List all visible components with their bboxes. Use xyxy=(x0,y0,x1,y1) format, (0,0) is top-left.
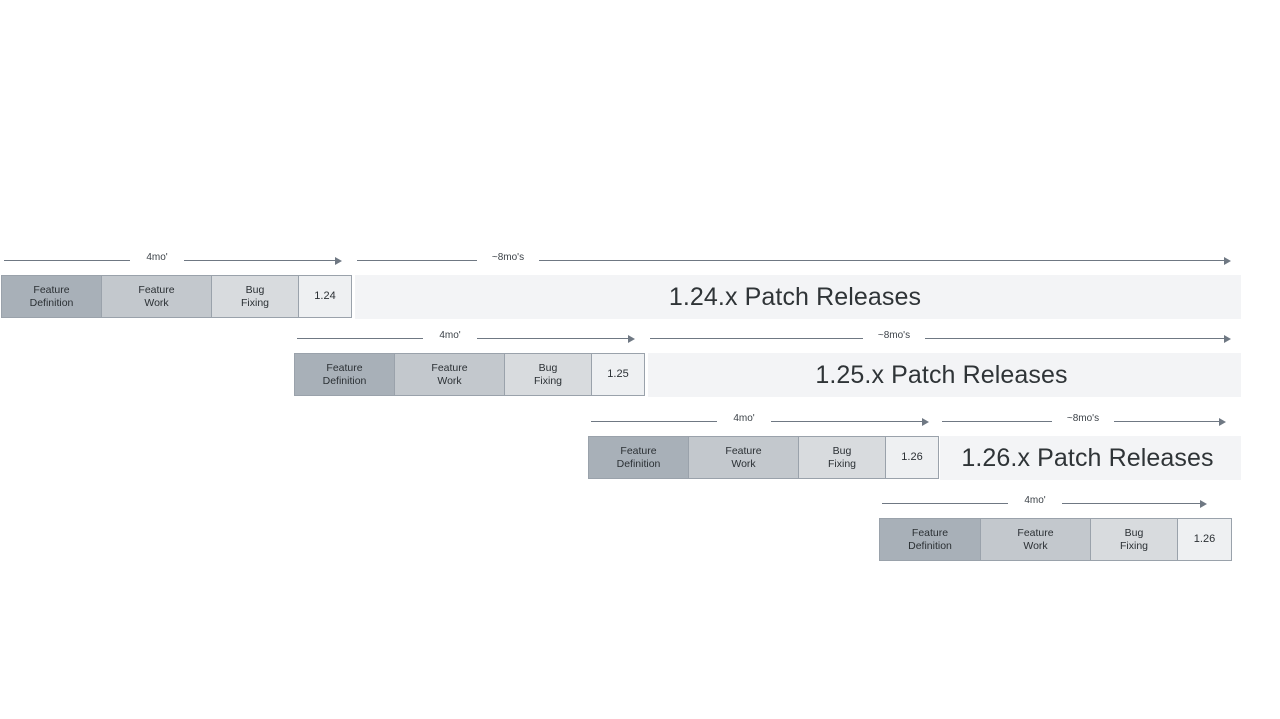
measure-line-right xyxy=(184,260,337,261)
phase-strip-126: Feature Definition Feature Work Bug Fixi… xyxy=(588,436,939,479)
measure-line-left xyxy=(591,421,717,422)
patch-release-band-125: 1.25.x Patch Releases xyxy=(648,353,1241,397)
phase-label-line1: Feature xyxy=(33,284,70,297)
patch-release-label-125: 1.25.x Patch Releases xyxy=(815,360,1068,389)
phase-feature-definition-126: Feature Definition xyxy=(589,437,689,478)
patch-duration-measure-125: ~8mo's xyxy=(650,330,1233,346)
phase-label-line2: Fixing xyxy=(240,296,269,309)
phase-feature-definition-125: Feature Definition xyxy=(295,354,395,395)
phase-label-line1: Bug xyxy=(538,362,558,375)
phase-strip-127: Feature Definition Feature Work Bug Fixi… xyxy=(879,518,1232,561)
phase-label-line1: Feature xyxy=(431,362,468,375)
measure-line-left xyxy=(297,338,423,339)
phase-feature-definition-127: Feature Definition xyxy=(880,519,981,560)
measure-line-right xyxy=(1114,421,1221,422)
phase-label-line1: Bug xyxy=(1124,527,1144,540)
patch-duration-measure-126: ~8mo's xyxy=(942,413,1233,429)
phase-feature-work-124: Feature Work xyxy=(102,276,212,317)
phase-label-line1: Feature xyxy=(725,445,762,458)
patch-duration-measure-124: ~8mo's xyxy=(357,252,1233,268)
phase-version-125: 1.25 xyxy=(592,354,644,395)
phase-label-line2: Fixing xyxy=(827,457,856,470)
phase-label-line2: Work xyxy=(144,296,169,309)
phase-label-line2: Work xyxy=(1023,539,1048,552)
patch-duration-label-125: ~8mo's xyxy=(877,330,911,341)
arrowhead-icon xyxy=(628,334,635,343)
measure-line-left xyxy=(942,421,1052,422)
phase-label-line1: Feature xyxy=(911,527,949,540)
version-label-125: 1.25 xyxy=(607,368,629,381)
arrowhead-icon xyxy=(1224,334,1231,343)
phase-label-line2: Work xyxy=(731,457,756,470)
phase-bug-fixing-125: Bug Fixing xyxy=(505,354,592,395)
dev-duration-label-126: 4mo' xyxy=(733,413,755,424)
measure-line-right xyxy=(925,338,1226,339)
phase-feature-work-125: Feature Work xyxy=(395,354,505,395)
arrowhead-icon xyxy=(335,256,342,265)
patch-release-label-126: 1.26.x Patch Releases xyxy=(961,443,1214,472)
dev-duration-measure-127: 4mo' xyxy=(882,495,1222,511)
phase-label-line2: Definition xyxy=(29,296,74,309)
phase-version-124: 1.24 xyxy=(299,276,351,317)
phase-label-line2: Definition xyxy=(322,374,367,387)
dev-duration-label-127: 4mo' xyxy=(1024,495,1046,506)
patch-duration-label-126: ~8mo's xyxy=(1066,413,1100,424)
arrowhead-icon xyxy=(922,417,929,426)
measure-line-left xyxy=(4,260,130,261)
phase-version-126: 1.26 xyxy=(886,437,938,478)
phase-label-line2: Fixing xyxy=(533,374,562,387)
measure-line-right xyxy=(771,421,924,422)
phase-label-line2: Definition xyxy=(616,457,661,470)
phase-feature-work-126: Feature Work xyxy=(689,437,799,478)
measure-line-left xyxy=(650,338,863,339)
patch-release-band-126: 1.26.x Patch Releases xyxy=(940,436,1241,480)
arrowhead-icon xyxy=(1224,256,1231,265)
dev-duration-measure-126: 4mo' xyxy=(591,413,931,429)
arrowhead-icon xyxy=(1200,499,1207,508)
dev-duration-label-124: 4mo' xyxy=(146,252,168,263)
phase-label-line2: Definition xyxy=(908,539,952,552)
version-label-127: 1.26 xyxy=(1193,533,1216,546)
dev-duration-measure-124: 4mo' xyxy=(4,252,344,268)
version-label-124: 1.24 xyxy=(314,290,336,303)
phase-label-line1: Feature xyxy=(1017,527,1054,540)
phase-strip-125: Feature Definition Feature Work Bug Fixi… xyxy=(294,353,645,396)
measure-line-left xyxy=(882,503,1008,504)
phase-bug-fixing-124: Bug Fixing xyxy=(212,276,299,317)
phase-label-line2: Fixing xyxy=(1119,539,1148,552)
phase-label-line2: Work xyxy=(437,374,462,387)
phase-label-line1: Feature xyxy=(620,445,657,458)
phase-feature-definition-124: Feature Definition xyxy=(2,276,102,317)
measure-line-right xyxy=(1062,503,1202,504)
phase-feature-work-127: Feature Work xyxy=(981,519,1091,560)
measure-line-left xyxy=(357,260,477,261)
phase-bug-fixing-127: Bug Fixing xyxy=(1091,519,1178,560)
patch-release-label-124: 1.24.x Patch Releases xyxy=(668,282,922,311)
dev-duration-label-125: 4mo' xyxy=(439,330,461,341)
phase-label-line1: Feature xyxy=(326,362,363,375)
phase-version-127: 1.26 xyxy=(1178,519,1231,560)
dev-duration-measure-125: 4mo' xyxy=(297,330,637,346)
arrowhead-icon xyxy=(1219,417,1226,426)
patch-duration-label-124: ~8mo's xyxy=(491,252,525,263)
version-label-126: 1.26 xyxy=(901,451,923,464)
phase-label-line1: Feature xyxy=(138,284,175,297)
phase-label-line1: Bug xyxy=(245,284,265,297)
phase-bug-fixing-126: Bug Fixing xyxy=(799,437,886,478)
patch-release-band-124: 1.24.x Patch Releases xyxy=(355,275,1241,319)
measure-line-right xyxy=(539,260,1226,261)
measure-line-right xyxy=(477,338,630,339)
phase-label-line1: Bug xyxy=(832,445,852,458)
phase-strip-124: Feature Definition Feature Work Bug Fixi… xyxy=(1,275,352,318)
